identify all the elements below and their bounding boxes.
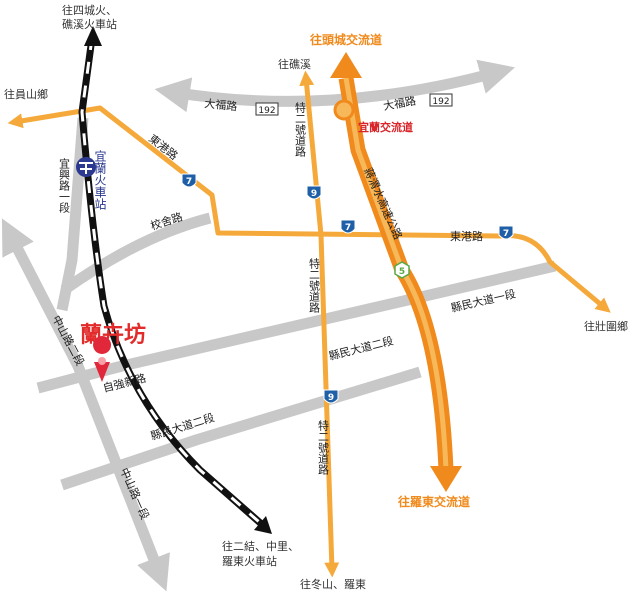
shield-5-text: 5 (399, 267, 405, 277)
svg-text:192: 192 (258, 106, 275, 116)
special2-b-label: 特二號道路 (308, 257, 321, 314)
south-rail-line1: 往二結、中里、 (222, 539, 299, 553)
shield-7-c-text: 7 (503, 229, 509, 239)
north-rail-line1: 往四城火、 (62, 3, 117, 17)
interchange-marker (333, 99, 355, 121)
special2-a-label: 特二號道路 (294, 101, 307, 158)
south-rail-line2: 羅東火車站 (222, 554, 277, 568)
to-toucheng-label: 往頭城交流道 (310, 32, 382, 47)
shield-9-b: 9 (323, 389, 339, 404)
xianmin-2-mid-label: 縣民大道二段 (327, 333, 394, 363)
route-192-west: 192 (255, 102, 279, 116)
rail-south-arrow (254, 516, 272, 534)
train-station-icon (76, 157, 96, 177)
to-zhuangwei-label: 往壯圍鄉 (584, 319, 628, 333)
orange-roads (7, 70, 611, 578)
dafu-road-label-e: 大福路 (382, 93, 417, 113)
shield-5: 5 (394, 261, 410, 279)
dafu-road-label-w: 大福路 (204, 96, 238, 113)
freeway-south-arrow (430, 466, 462, 492)
donggang-e-label: 東港路 (450, 230, 483, 243)
route-192-east: 192 (429, 93, 453, 107)
shield-9-a: 9 (306, 185, 322, 200)
special2-road (299, 70, 340, 578)
shield-9-b-text: 9 (328, 393, 334, 403)
shield-7-b: 7 (340, 219, 356, 234)
xianmin-lower (60, 366, 422, 491)
location-pin-icon (93, 336, 112, 382)
shield-7-a: 7 (181, 173, 197, 188)
shield-9-a-text: 9 (311, 189, 317, 199)
shield-7-a-text: 7 (186, 177, 192, 187)
destination-name: 蘭卉坊 (80, 322, 146, 348)
svg-text:192: 192 (432, 97, 449, 107)
rail-north-arrow (84, 26, 102, 46)
to-luodong-ic-label: 往羅東交流道 (398, 494, 470, 509)
to-dongshan-label: 往冬山、羅東 (300, 577, 366, 591)
shield-7-b-text: 7 (345, 223, 351, 233)
special2-c-label: 特二號道路 (317, 419, 330, 476)
north-rail-line2: 礁溪火車站 (62, 17, 117, 31)
xiaoshe-road (60, 212, 212, 295)
to-yuanshan-label: 往員山鄉 (4, 87, 48, 101)
yilan-ic-label: 宜蘭交流道 (358, 120, 413, 134)
yixing-label: 宜興路一段 (58, 157, 71, 214)
zhongshan-road (1, 218, 170, 592)
donggang-road (7, 105, 611, 313)
freeway-north-arrow (330, 52, 362, 78)
shield-7-c: 7 (498, 225, 514, 240)
yilan-station-label: 宜蘭火車站 (93, 149, 107, 210)
to-jiaoxi-label: 往礁溪 (278, 57, 311, 71)
